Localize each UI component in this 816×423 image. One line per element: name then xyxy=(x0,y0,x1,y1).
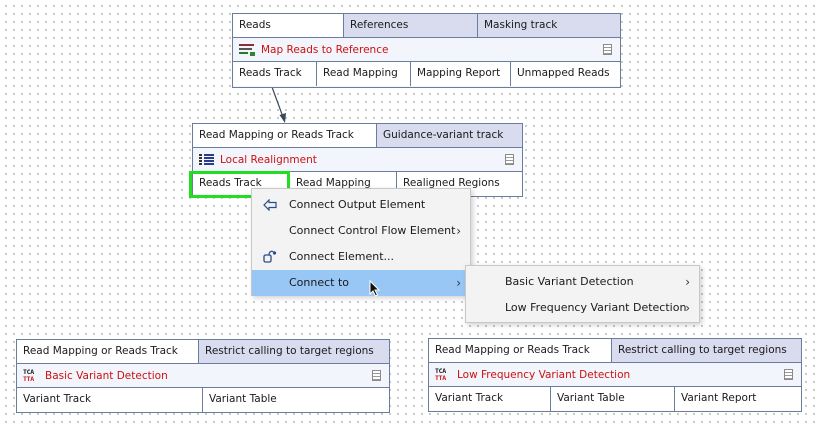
output-port-reads-track[interactable]: Reads Track xyxy=(233,62,317,86)
element-title-row[interactable]: TCA TTA Basic Variant Detection xyxy=(17,364,389,388)
chevron-right-icon: › xyxy=(456,276,461,290)
input-ports: Read Mapping or Reads Track Guidance-var… xyxy=(193,124,522,148)
output-ports: Reads Track Read Mapping Mapping Report … xyxy=(233,62,620,86)
output-port-mapping-report[interactable]: Mapping Report xyxy=(411,62,511,86)
chevron-right-icon: › xyxy=(685,275,690,289)
input-port-reads[interactable]: Reads xyxy=(233,14,344,37)
input-port-restrict-calling[interactable]: Restrict calling to target regions xyxy=(612,339,801,362)
output-port-variant-table[interactable]: Variant Table xyxy=(551,387,675,411)
input-ports: Reads References Masking track xyxy=(233,14,620,38)
submenu-item-low-frequency-variant-detection[interactable]: Low Frequency Variant Detection › xyxy=(466,295,699,321)
menu-item-connect-to[interactable]: Connect to › xyxy=(252,270,470,296)
document-icon[interactable] xyxy=(603,44,612,55)
map-reads-element[interactable]: Reads References Masking track Map Reads… xyxy=(232,13,621,88)
output-port-unmapped-reads[interactable]: Unmapped Reads xyxy=(511,62,620,86)
input-port-masking-track[interactable]: Masking track xyxy=(478,14,620,37)
output-element-icon xyxy=(263,199,277,211)
map-reads-icon xyxy=(239,43,255,56)
output-port-variant-table[interactable]: Variant Table xyxy=(203,388,389,412)
context-menu: Connect Output Element Connect Control F… xyxy=(251,188,471,296)
document-icon[interactable] xyxy=(784,369,793,380)
local-realignment-element[interactable]: Read Mapping or Reads Track Guidance-var… xyxy=(192,123,523,197)
tcga-icon: TCA TTA xyxy=(435,366,446,382)
output-port-read-mapping[interactable]: Read Mapping xyxy=(317,62,411,86)
chevron-right-icon: › xyxy=(685,301,690,315)
input-ports: Read Mapping or Reads Track Restrict cal… xyxy=(429,339,801,363)
element-name: Local Realignment xyxy=(220,153,317,166)
element-name: Basic Variant Detection xyxy=(45,369,168,382)
output-ports: Variant Track Variant Table Variant Repo… xyxy=(429,387,801,411)
submenu-item-basic-variant-detection[interactable]: Basic Variant Detection › xyxy=(466,269,699,295)
low-frequency-variant-detection-element[interactable]: Read Mapping or Reads Track Restrict cal… xyxy=(428,338,802,412)
local-realignment-icon xyxy=(199,153,214,166)
menu-item-connect-element[interactable]: Connect Element... xyxy=(252,244,470,270)
mouse-cursor-icon xyxy=(369,280,381,297)
document-icon[interactable] xyxy=(372,370,381,381)
input-port-read-mapping-or-reads-track[interactable]: Read Mapping or Reads Track xyxy=(17,340,199,363)
input-port-guidance-variant-track[interactable]: Guidance-variant track xyxy=(377,124,522,147)
input-port-read-mapping-or-reads-track[interactable]: Read Mapping or Reads Track xyxy=(429,339,612,362)
menu-item-connect-control-flow-element[interactable]: Connect Control Flow Element › xyxy=(252,218,470,244)
selected-port-highlight xyxy=(189,171,290,198)
output-port-variant-track[interactable]: Variant Track xyxy=(17,388,203,412)
basic-variant-detection-element[interactable]: Read Mapping or Reads Track Restrict cal… xyxy=(16,339,390,413)
output-port-variant-report[interactable]: Variant Report xyxy=(675,387,801,411)
input-ports: Read Mapping or Reads Track Restrict cal… xyxy=(17,340,389,364)
output-port-variant-track[interactable]: Variant Track xyxy=(429,387,551,411)
menu-item-connect-output-element[interactable]: Connect Output Element xyxy=(252,192,470,218)
element-title-row[interactable]: Map Reads to Reference xyxy=(233,38,620,62)
connect-to-submenu: Basic Variant Detection › Low Frequency … xyxy=(465,265,700,323)
element-name: Low Frequency Variant Detection xyxy=(457,368,631,381)
input-port-read-mapping-or-reads-track[interactable]: Read Mapping or Reads Track xyxy=(193,124,377,147)
element-title-row[interactable]: Local Realignment xyxy=(193,148,522,172)
input-port-references[interactable]: References xyxy=(344,14,478,37)
input-port-restrict-calling[interactable]: Restrict calling to target regions xyxy=(199,340,389,363)
connect-element-icon xyxy=(263,250,277,263)
tcga-icon: TCA TTA xyxy=(23,367,34,383)
element-name: Map Reads to Reference xyxy=(261,43,389,56)
document-icon[interactable] xyxy=(505,154,514,165)
output-ports: Variant Track Variant Table xyxy=(17,388,389,412)
element-title-row[interactable]: TCA TTA Low Frequency Variant Detection xyxy=(429,363,801,387)
chevron-right-icon: › xyxy=(456,224,461,238)
